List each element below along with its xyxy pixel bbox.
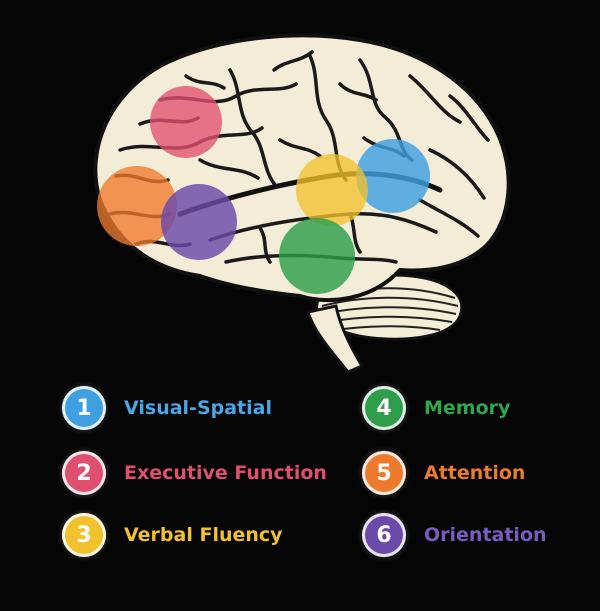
region-markers <box>97 86 430 294</box>
legend-label: Visual-Spatial <box>124 397 272 419</box>
legend-label: Memory <box>424 397 511 419</box>
legend-label: Verbal Fluency <box>124 524 283 546</box>
region-marker-attention <box>97 166 177 246</box>
legend-label: Orientation <box>424 524 547 546</box>
legend-badge: 3 <box>62 513 106 557</box>
legend-item-orientation: 6 Orientation <box>362 512 547 558</box>
legend-item-verbal-fluency: 3 Verbal Fluency <box>62 512 283 558</box>
legend-badge: 4 <box>362 386 406 430</box>
legend-badge: 5 <box>362 451 406 495</box>
legend-item-memory: 4 Memory <box>362 385 510 431</box>
legend-badge: 6 <box>362 513 406 557</box>
legend-badge: 2 <box>62 451 106 495</box>
region-marker-verbal-fluency <box>296 154 368 226</box>
legend-label: Attention <box>424 462 526 484</box>
legend-item-executive-function: 2 Executive Function <box>62 450 327 496</box>
legend-badge: 1 <box>62 386 106 430</box>
region-marker-visual-spatial <box>356 139 430 213</box>
legend-label: Executive Function <box>124 462 327 484</box>
region-marker-orientation <box>161 184 237 260</box>
region-marker-executive-function <box>150 86 222 158</box>
region-marker-memory <box>279 218 355 294</box>
brain-illustration <box>93 33 511 374</box>
legend-item-attention: 5 Attention <box>362 450 525 496</box>
brain-stem <box>306 304 365 374</box>
legend-item-visual-spatial: 1 Visual-Spatial <box>62 385 272 431</box>
